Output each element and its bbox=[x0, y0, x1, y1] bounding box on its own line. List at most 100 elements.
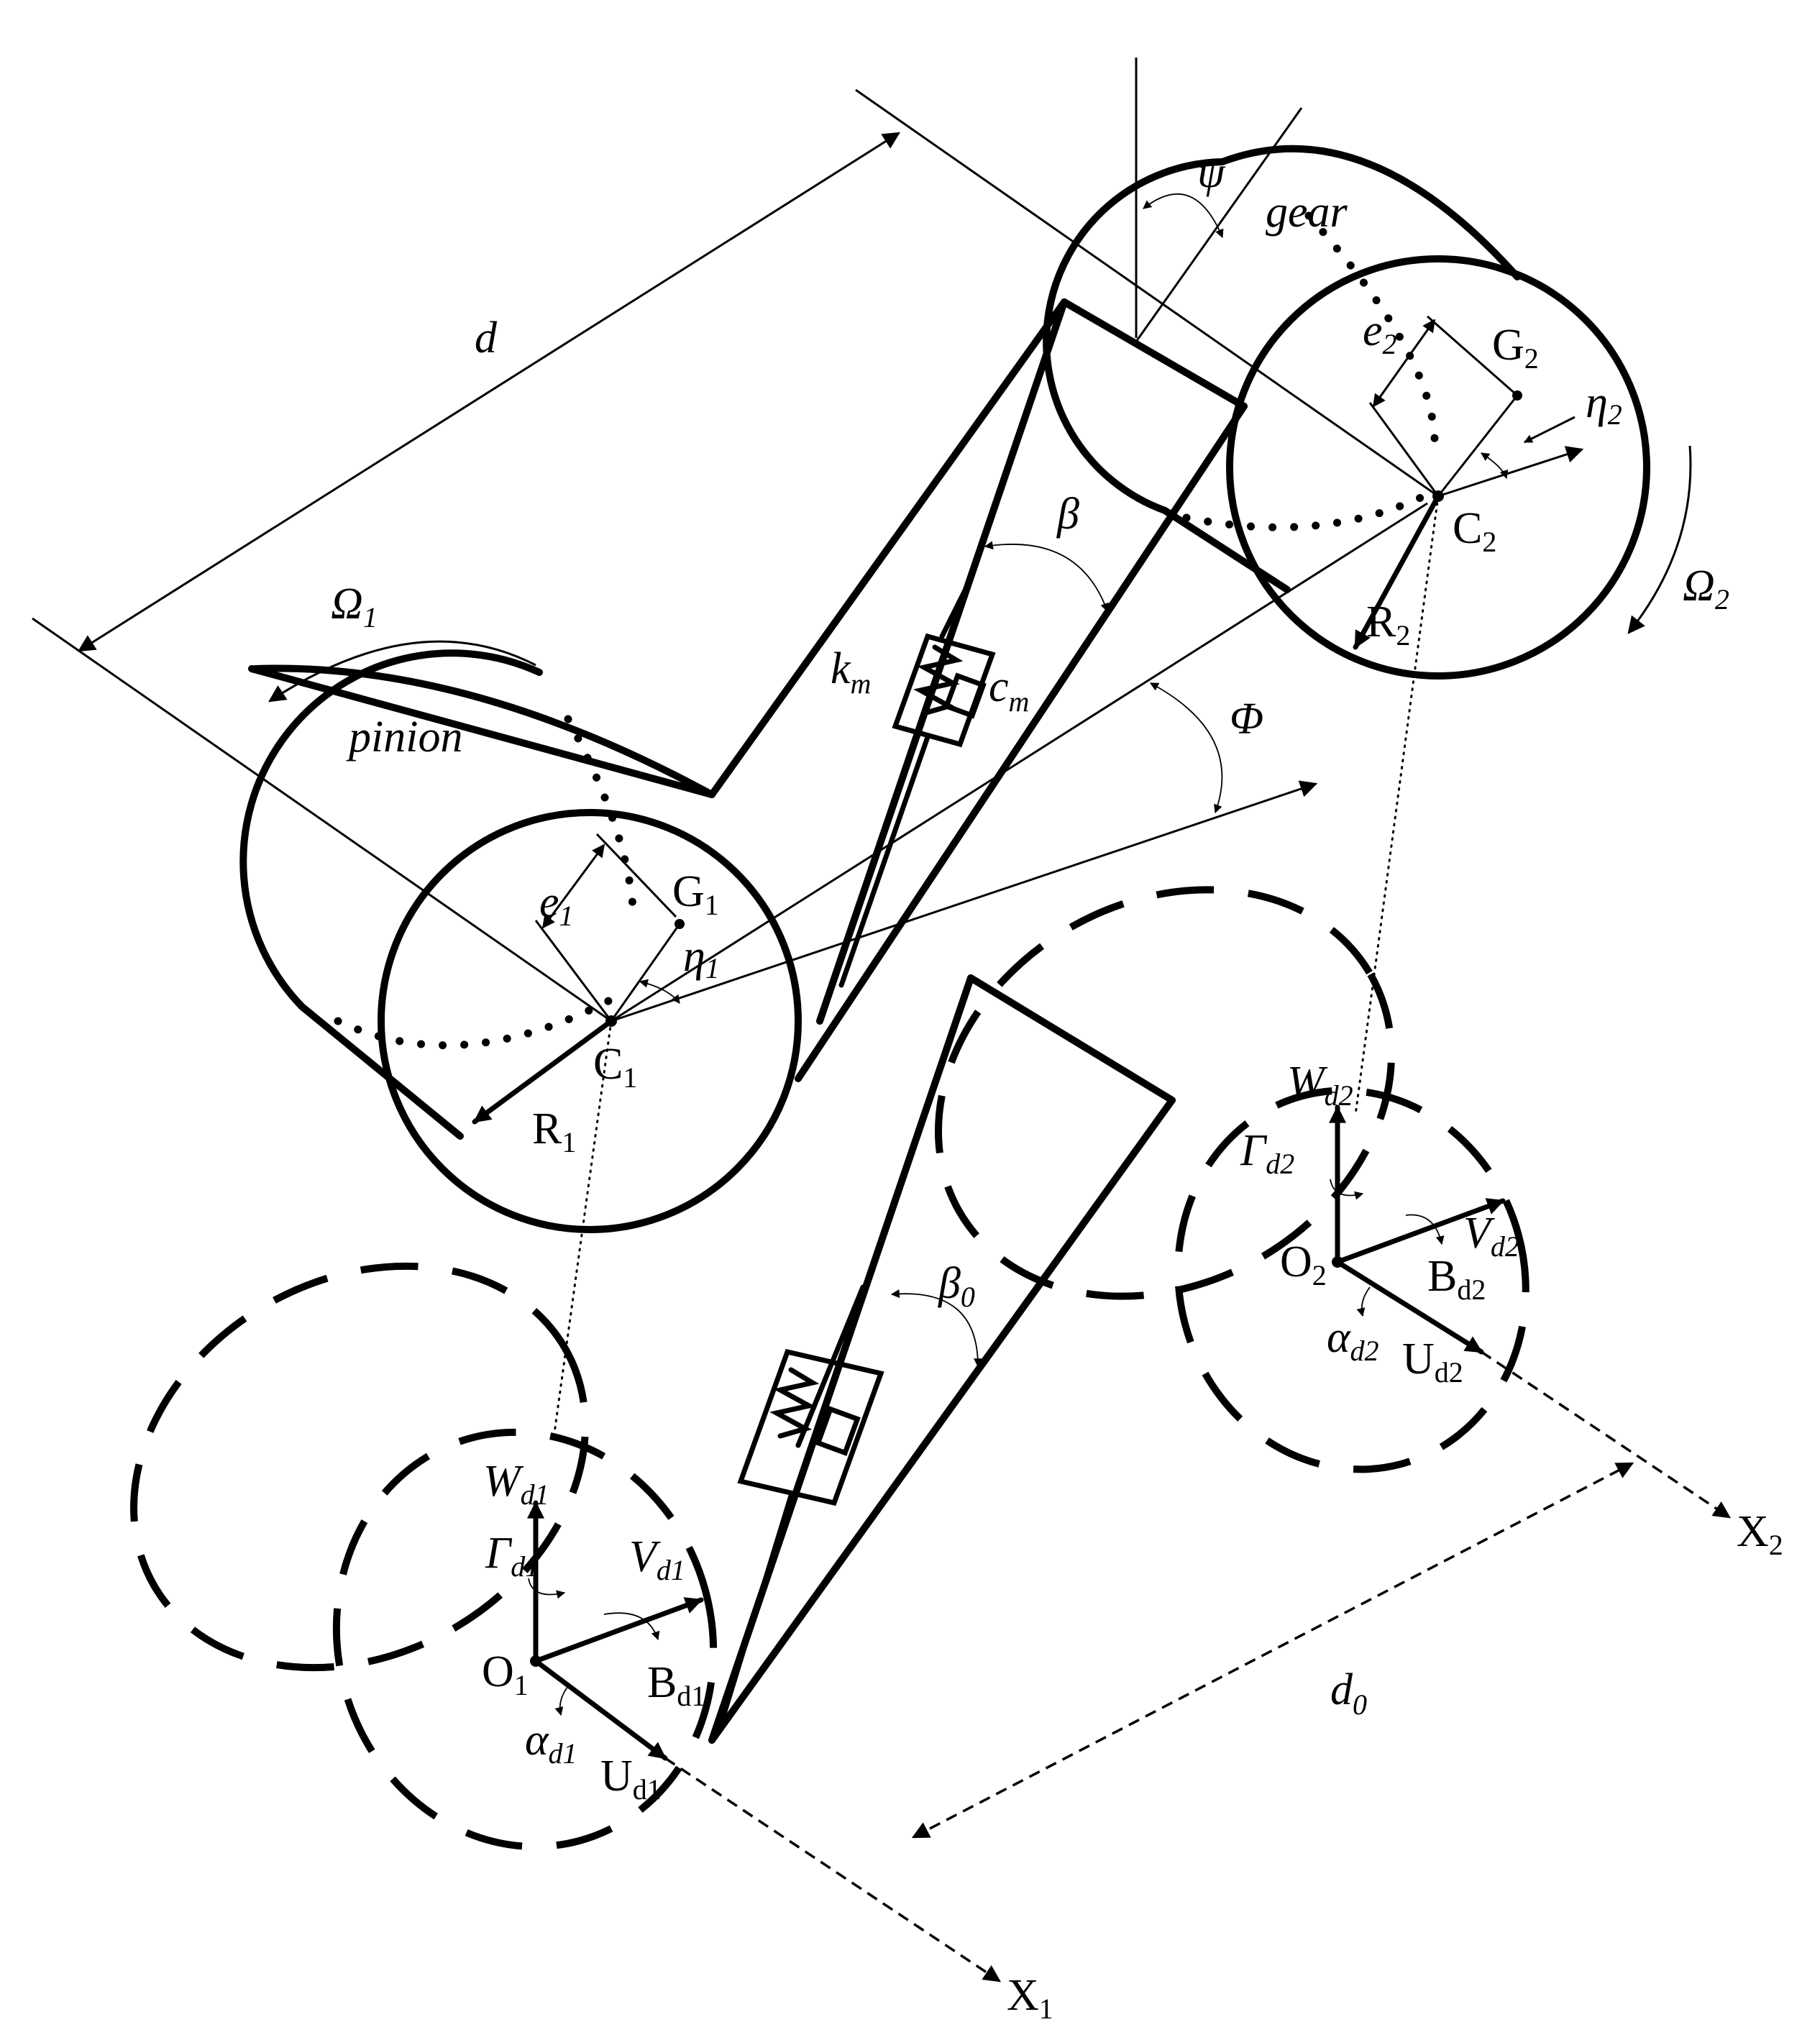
ud2-arrow bbox=[1335, 1259, 1484, 1355]
label-bd2: Bd2 bbox=[1427, 1252, 1486, 1306]
pinion-axis-line bbox=[32, 617, 612, 1023]
label-pinion: pinion bbox=[346, 713, 462, 761]
gd1-arc bbox=[528, 1578, 566, 1599]
e2-line-top bbox=[1427, 315, 1518, 397]
pinion-bearing-ellipse-back bbox=[130, 1262, 589, 1672]
km-bottom-link bbox=[838, 734, 930, 988]
beta-arc bbox=[984, 541, 1109, 613]
e2-line-side bbox=[1368, 402, 1440, 497]
mesh-edge-left bbox=[708, 298, 1068, 798]
pinion-bottom-edge bbox=[298, 1003, 464, 1140]
lower-mesh-right bbox=[708, 1097, 1176, 1744]
label-o2: O2 bbox=[1280, 1238, 1327, 1291]
phi-vector bbox=[611, 780, 1318, 1023]
mesh-edge-right bbox=[795, 403, 1248, 1082]
cm-damper bbox=[943, 672, 987, 719]
eta2-direction-arrow bbox=[1437, 446, 1584, 498]
e1-dimension bbox=[541, 843, 605, 929]
label-gd1: Γd1 bbox=[485, 1529, 539, 1583]
lower-spring-zigzag bbox=[769, 1367, 820, 1439]
label-wd1: Wd1 bbox=[483, 1457, 549, 1511]
gear-eccentricity bbox=[1353, 315, 1584, 1116]
e1-line-top bbox=[595, 833, 677, 918]
lower-spring-bottom-link bbox=[720, 1493, 794, 1721]
g1-line bbox=[610, 923, 681, 1022]
label-vd2: Vd2 bbox=[1463, 1209, 1519, 1263]
phi-arc bbox=[1149, 682, 1223, 814]
eta2-pointer bbox=[1523, 416, 1576, 444]
g2-line bbox=[1437, 395, 1519, 497]
label-vd1: Vd1 bbox=[629, 1532, 685, 1586]
label-d: d bbox=[475, 314, 498, 362]
label-km: km bbox=[831, 644, 871, 700]
pinion-projection-dotted bbox=[552, 1020, 613, 1440]
label-g2: G2 bbox=[1492, 321, 1539, 375]
label-g1: G1 bbox=[672, 867, 719, 921]
g2-point bbox=[1512, 390, 1522, 401]
label-omega1: Ω1 bbox=[331, 580, 378, 634]
gear-back-face bbox=[1043, 158, 1226, 514]
e2-dimension bbox=[1372, 319, 1436, 408]
r2-radius-arrow bbox=[1353, 493, 1441, 650]
label-e1: e1 bbox=[539, 878, 574, 932]
label-x1: X1 bbox=[1007, 1971, 1053, 2025]
eta2-arc bbox=[1481, 452, 1509, 480]
label-c2: C2 bbox=[1453, 504, 1496, 558]
label-ud2: Ud2 bbox=[1402, 1335, 1463, 1389]
spring-damper-frame bbox=[892, 633, 996, 748]
pinion-top-edge bbox=[248, 665, 715, 798]
label-o1: O1 bbox=[482, 1647, 529, 1701]
geometry-lines bbox=[32, 58, 1439, 1023]
lower-spring-top-link bbox=[795, 1284, 866, 1448]
bd2-arc bbox=[1405, 1214, 1445, 1245]
label-wd2: Wd2 bbox=[1287, 1058, 1353, 1112]
pinion-bearing-ellipse-front bbox=[332, 1428, 718, 1851]
label-eta2: η2 bbox=[1586, 378, 1622, 431]
d0-dimension bbox=[911, 1462, 1634, 1839]
g1-point bbox=[675, 919, 685, 929]
gear-projection-dotted bbox=[1354, 495, 1440, 1116]
label-beta: β bbox=[1056, 490, 1079, 539]
ud1-arrow bbox=[533, 1658, 668, 1761]
gear-front-face bbox=[1226, 255, 1650, 680]
lower-spring-damper-frame bbox=[737, 1348, 884, 1506]
label-bd1: Bd1 bbox=[647, 1658, 705, 1712]
omega2-rotation-arrow bbox=[1627, 445, 1692, 634]
label-psi: ψ bbox=[1197, 148, 1226, 197]
pinion-hidden-arc-2 bbox=[564, 715, 637, 910]
bd1-arc bbox=[603, 1612, 660, 1641]
ad2-arc bbox=[1356, 1286, 1371, 1317]
pinion-front-face bbox=[378, 809, 802, 1233]
ad1-arc bbox=[554, 1685, 569, 1716]
psi-arc bbox=[1143, 193, 1224, 239]
label-cm: cm bbox=[989, 662, 1029, 718]
label-ud1: Ud1 bbox=[600, 1752, 662, 1806]
gear-bearing-ellipse-back bbox=[934, 886, 1396, 1300]
pinion-hidden-arc bbox=[334, 995, 616, 1050]
center-line-c1-c2 bbox=[611, 502, 1428, 1023]
bearing-frame bbox=[708, 974, 1176, 1744]
o1-frame bbox=[527, 1500, 704, 1761]
gd2-arc bbox=[1330, 1179, 1364, 1200]
pinion-cylinder bbox=[239, 649, 802, 1233]
pinion-top-edge-curve bbox=[252, 664, 715, 798]
label-d0: d0 bbox=[1330, 1665, 1367, 1721]
km-top-link bbox=[939, 576, 974, 639]
label-x2: X2 bbox=[1737, 1507, 1783, 1561]
gear-axis-line bbox=[855, 88, 1439, 498]
gear-bottom-edge bbox=[1161, 507, 1291, 593]
x1-axis bbox=[664, 1757, 1001, 1982]
lower-mesh-top bbox=[967, 974, 1176, 1104]
label-r1: R1 bbox=[532, 1104, 576, 1158]
pinion-eccentricity bbox=[472, 833, 685, 1440]
label-omega2: Ω2 bbox=[1683, 562, 1729, 616]
center-distance-d bbox=[77, 132, 901, 652]
x2-axis bbox=[1481, 1350, 1731, 1519]
label-r2: R2 bbox=[1366, 598, 1410, 651]
label-gd2: Γd2 bbox=[1240, 1126, 1294, 1180]
vd1-arrow bbox=[533, 1597, 704, 1664]
gear-bearing-ellipse-front bbox=[1174, 1087, 1529, 1473]
vd2-arrow bbox=[1335, 1198, 1506, 1265]
